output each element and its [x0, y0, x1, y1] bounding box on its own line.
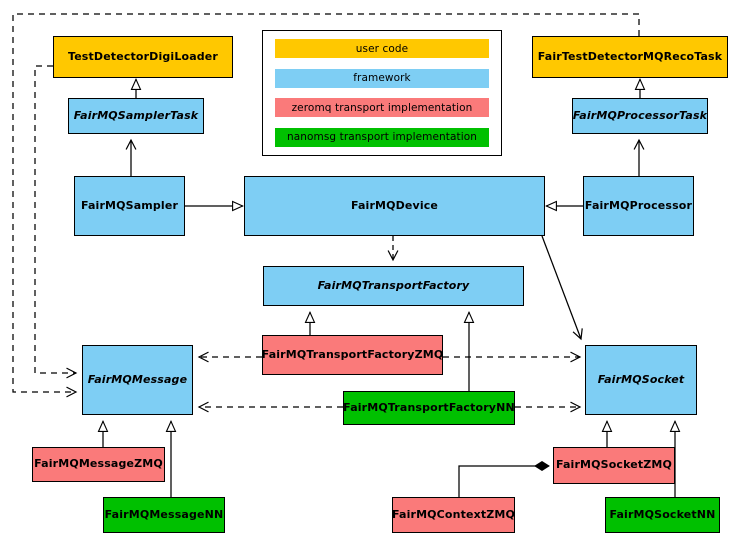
class-box-fairmqtransportfactory[interactable]: FairMQTransportFactory — [263, 266, 524, 306]
class-box-fairmqsocketzmq[interactable]: FairMQSocketZMQ — [553, 447, 675, 484]
edge-device-to-socket — [541, 235, 583, 341]
legend-item-zeromq: zeromq transport implementation — [275, 98, 489, 118]
class-box-fairmqsamplertask[interactable]: FairMQSamplerTask — [68, 98, 204, 134]
legend-item-framework: framework — [275, 68, 489, 88]
class-box-testdetectordigiloader[interactable]: TestDetectorDigiLoader — [53, 36, 233, 78]
legend-item-user-code: user code — [275, 39, 489, 58]
class-box-fairmqmessage[interactable]: FairMQMessage — [82, 345, 193, 415]
class-box-fairmqprocessortask[interactable]: FairMQProcessorTask — [572, 98, 708, 134]
class-box-fairmqsampler[interactable]: FairMQSampler — [74, 176, 185, 236]
legend-panel: user code framework zeromq transport imp… — [262, 30, 502, 156]
class-box-fairmqprocessor[interactable]: FairMQProcessor — [583, 176, 694, 236]
class-box-fairmqcontextzmq[interactable]: FairMQContextZMQ — [392, 497, 515, 533]
class-box-fairmqtransportfactoryzmq[interactable]: FairMQTransportFactoryZMQ — [262, 335, 443, 375]
class-box-fairmqdevice[interactable]: FairMQDevice — [244, 176, 545, 236]
class-box-fairmqsocket[interactable]: FairMQSocket — [585, 345, 697, 415]
class-box-fairmqsocketnn[interactable]: FairMQSocketNN — [605, 497, 720, 533]
class-box-fairtestdetectormqrecotask[interactable]: FairTestDetectorMQRecoTask — [532, 36, 728, 78]
legend-item-nanomsg: nanomsg transport implementation — [275, 127, 489, 147]
edge-contextzmq-to-socketzmq — [458, 461, 550, 497]
class-box-fairmqmessagezmq[interactable]: FairMQMessageZMQ — [32, 447, 165, 482]
edge-recotask-to-message — [12, 13, 640, 398]
class-box-fairmqtransportfactorynn[interactable]: FairMQTransportFactoryNN — [343, 391, 515, 425]
class-box-fairmqmessagenn[interactable]: FairMQMessageNN — [103, 497, 225, 533]
edge-digiloader-to-message — [34, 65, 78, 379]
